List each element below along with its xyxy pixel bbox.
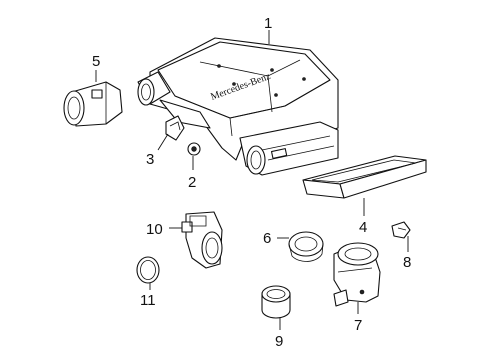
small-sensor: [391, 221, 411, 239]
callout-6: 6: [263, 230, 271, 247]
throttle-body: [181, 211, 223, 269]
mounting-clip: [165, 115, 185, 141]
callout-2: 2: [188, 174, 196, 191]
air-cleaner-housing: Mercedes-Benz: [137, 37, 339, 176]
intake-sleeve: [261, 285, 291, 319]
callout-9: 9: [275, 333, 283, 350]
air-filter-element: [302, 155, 427, 199]
callout-1: 1: [264, 15, 272, 32]
leader-lines: [95, 30, 409, 330]
callout-4: 4: [359, 219, 367, 236]
mass-air-flow-sensor: [63, 81, 123, 127]
callout-5: 5: [92, 53, 100, 70]
callout-3: 3: [146, 151, 154, 168]
callout-11: 11: [140, 292, 156, 309]
grommet: [187, 142, 201, 156]
callout-10: 10: [146, 221, 163, 238]
callout-8: 8: [403, 254, 411, 271]
intake-elbow: [333, 242, 381, 307]
o-ring-seal: [136, 256, 160, 284]
callout-labels: 1 5 3 2 4 6 8 10 11 7 9: [92, 15, 411, 350]
callout-7: 7: [354, 317, 362, 334]
coupling-ring: [288, 231, 324, 262]
